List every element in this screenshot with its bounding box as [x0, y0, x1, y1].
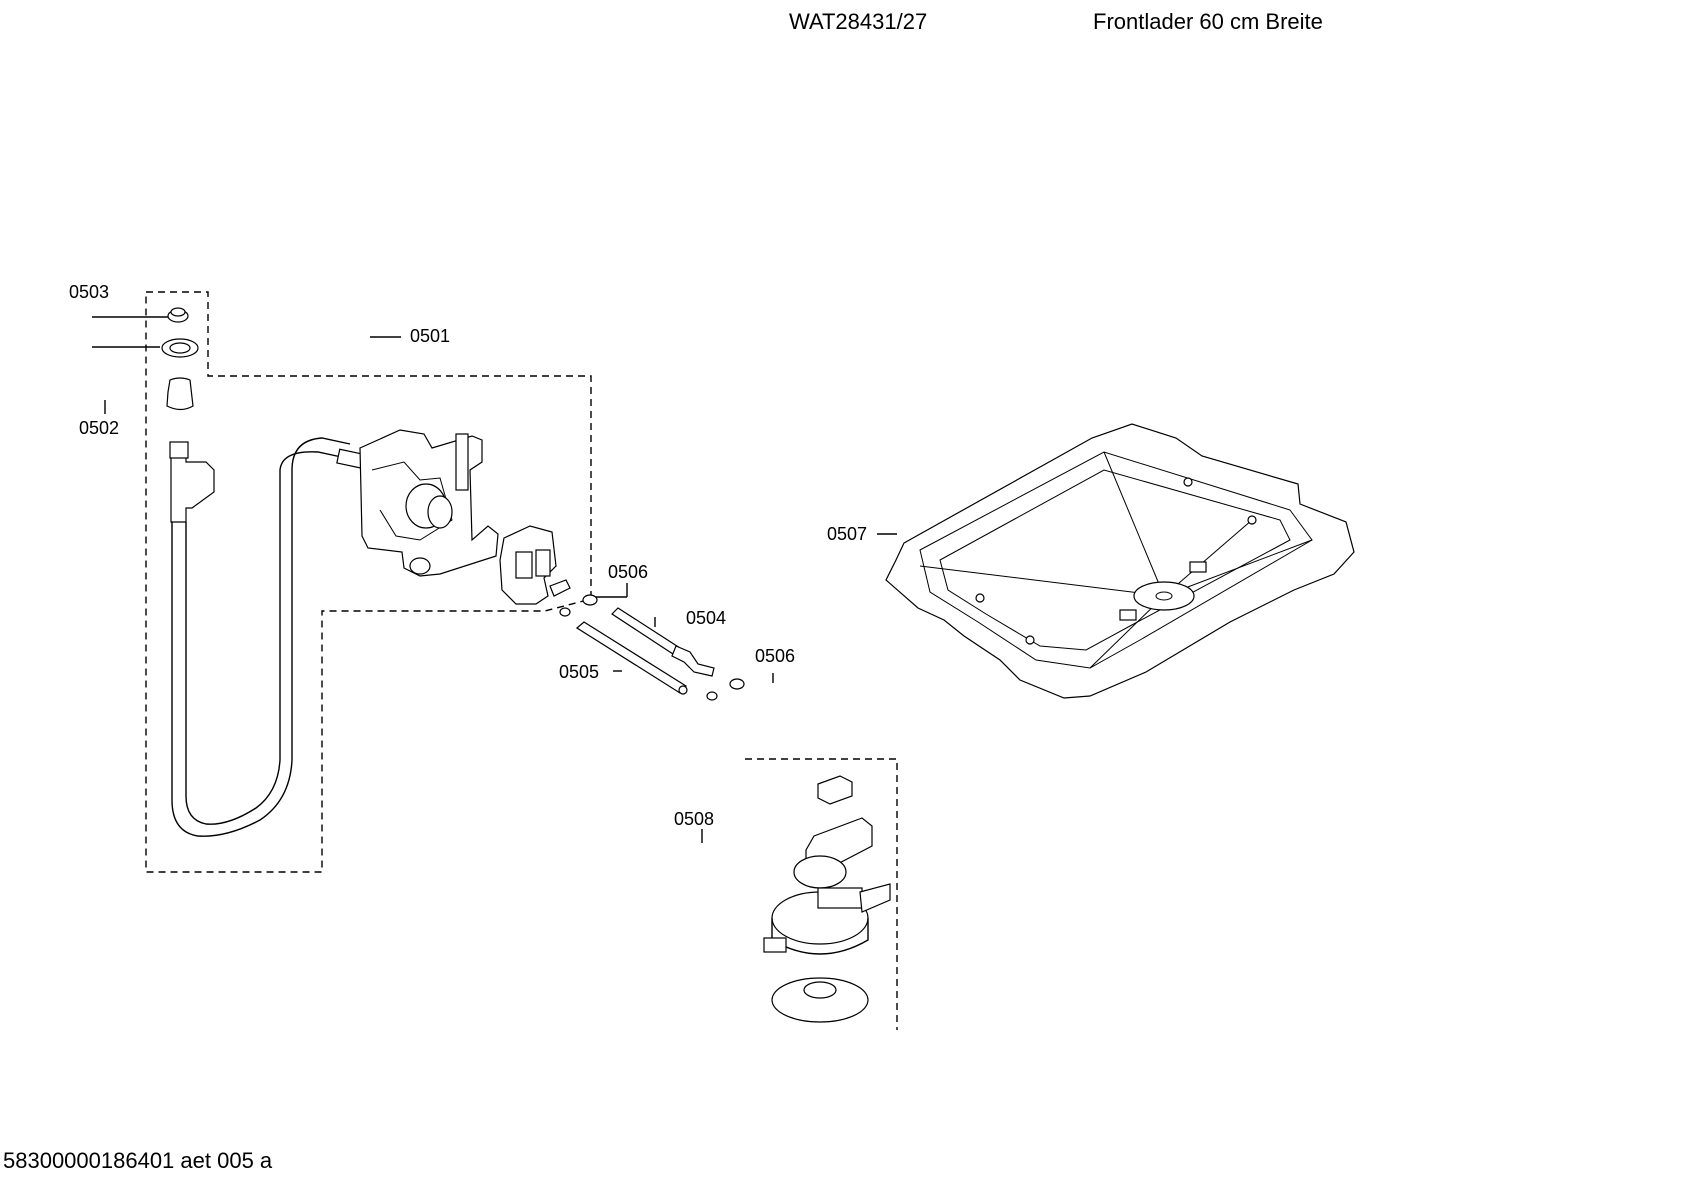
part-0502-inlet-hose	[169, 437, 368, 837]
washer	[161, 338, 199, 358]
solenoid-valve	[499, 525, 571, 605]
drawing-code: 58300000186401 aet 005 a	[3, 1148, 273, 1173]
part-label-0506-b: 0506	[755, 646, 796, 666]
part-0504-hose	[611, 607, 715, 677]
model-number: WAT28431/27	[789, 9, 928, 34]
assembly-0501-outline	[145, 291, 592, 873]
part-0508-pressure-switch	[763, 775, 891, 1023]
assembly-0508-outline	[745, 758, 898, 1030]
part-label-0506-a: 0506	[608, 562, 649, 582]
part-0507-base-frame	[885, 423, 1355, 699]
part-label-0508: 0508	[674, 809, 715, 829]
part-label-0504: 0504	[686, 608, 727, 628]
part-label-0502: 0502	[79, 418, 120, 438]
part-label-0503: 0503	[69, 282, 110, 302]
part-0506-clamp-a	[559, 594, 598, 617]
part-0501-valve-body	[359, 429, 499, 577]
product-description: Frontlader 60 cm Breite	[1093, 9, 1323, 34]
leader-lines	[92, 316, 897, 843]
part-label-0505: 0505	[559, 662, 600, 682]
part-0505-hose	[575, 621, 688, 695]
hose-cap	[166, 377, 194, 411]
part-0503-nut	[167, 307, 189, 323]
part-label-0507: 0507	[827, 524, 868, 544]
part-label-0501: 0501	[410, 326, 451, 346]
part-0506-clamp-b	[706, 678, 745, 701]
